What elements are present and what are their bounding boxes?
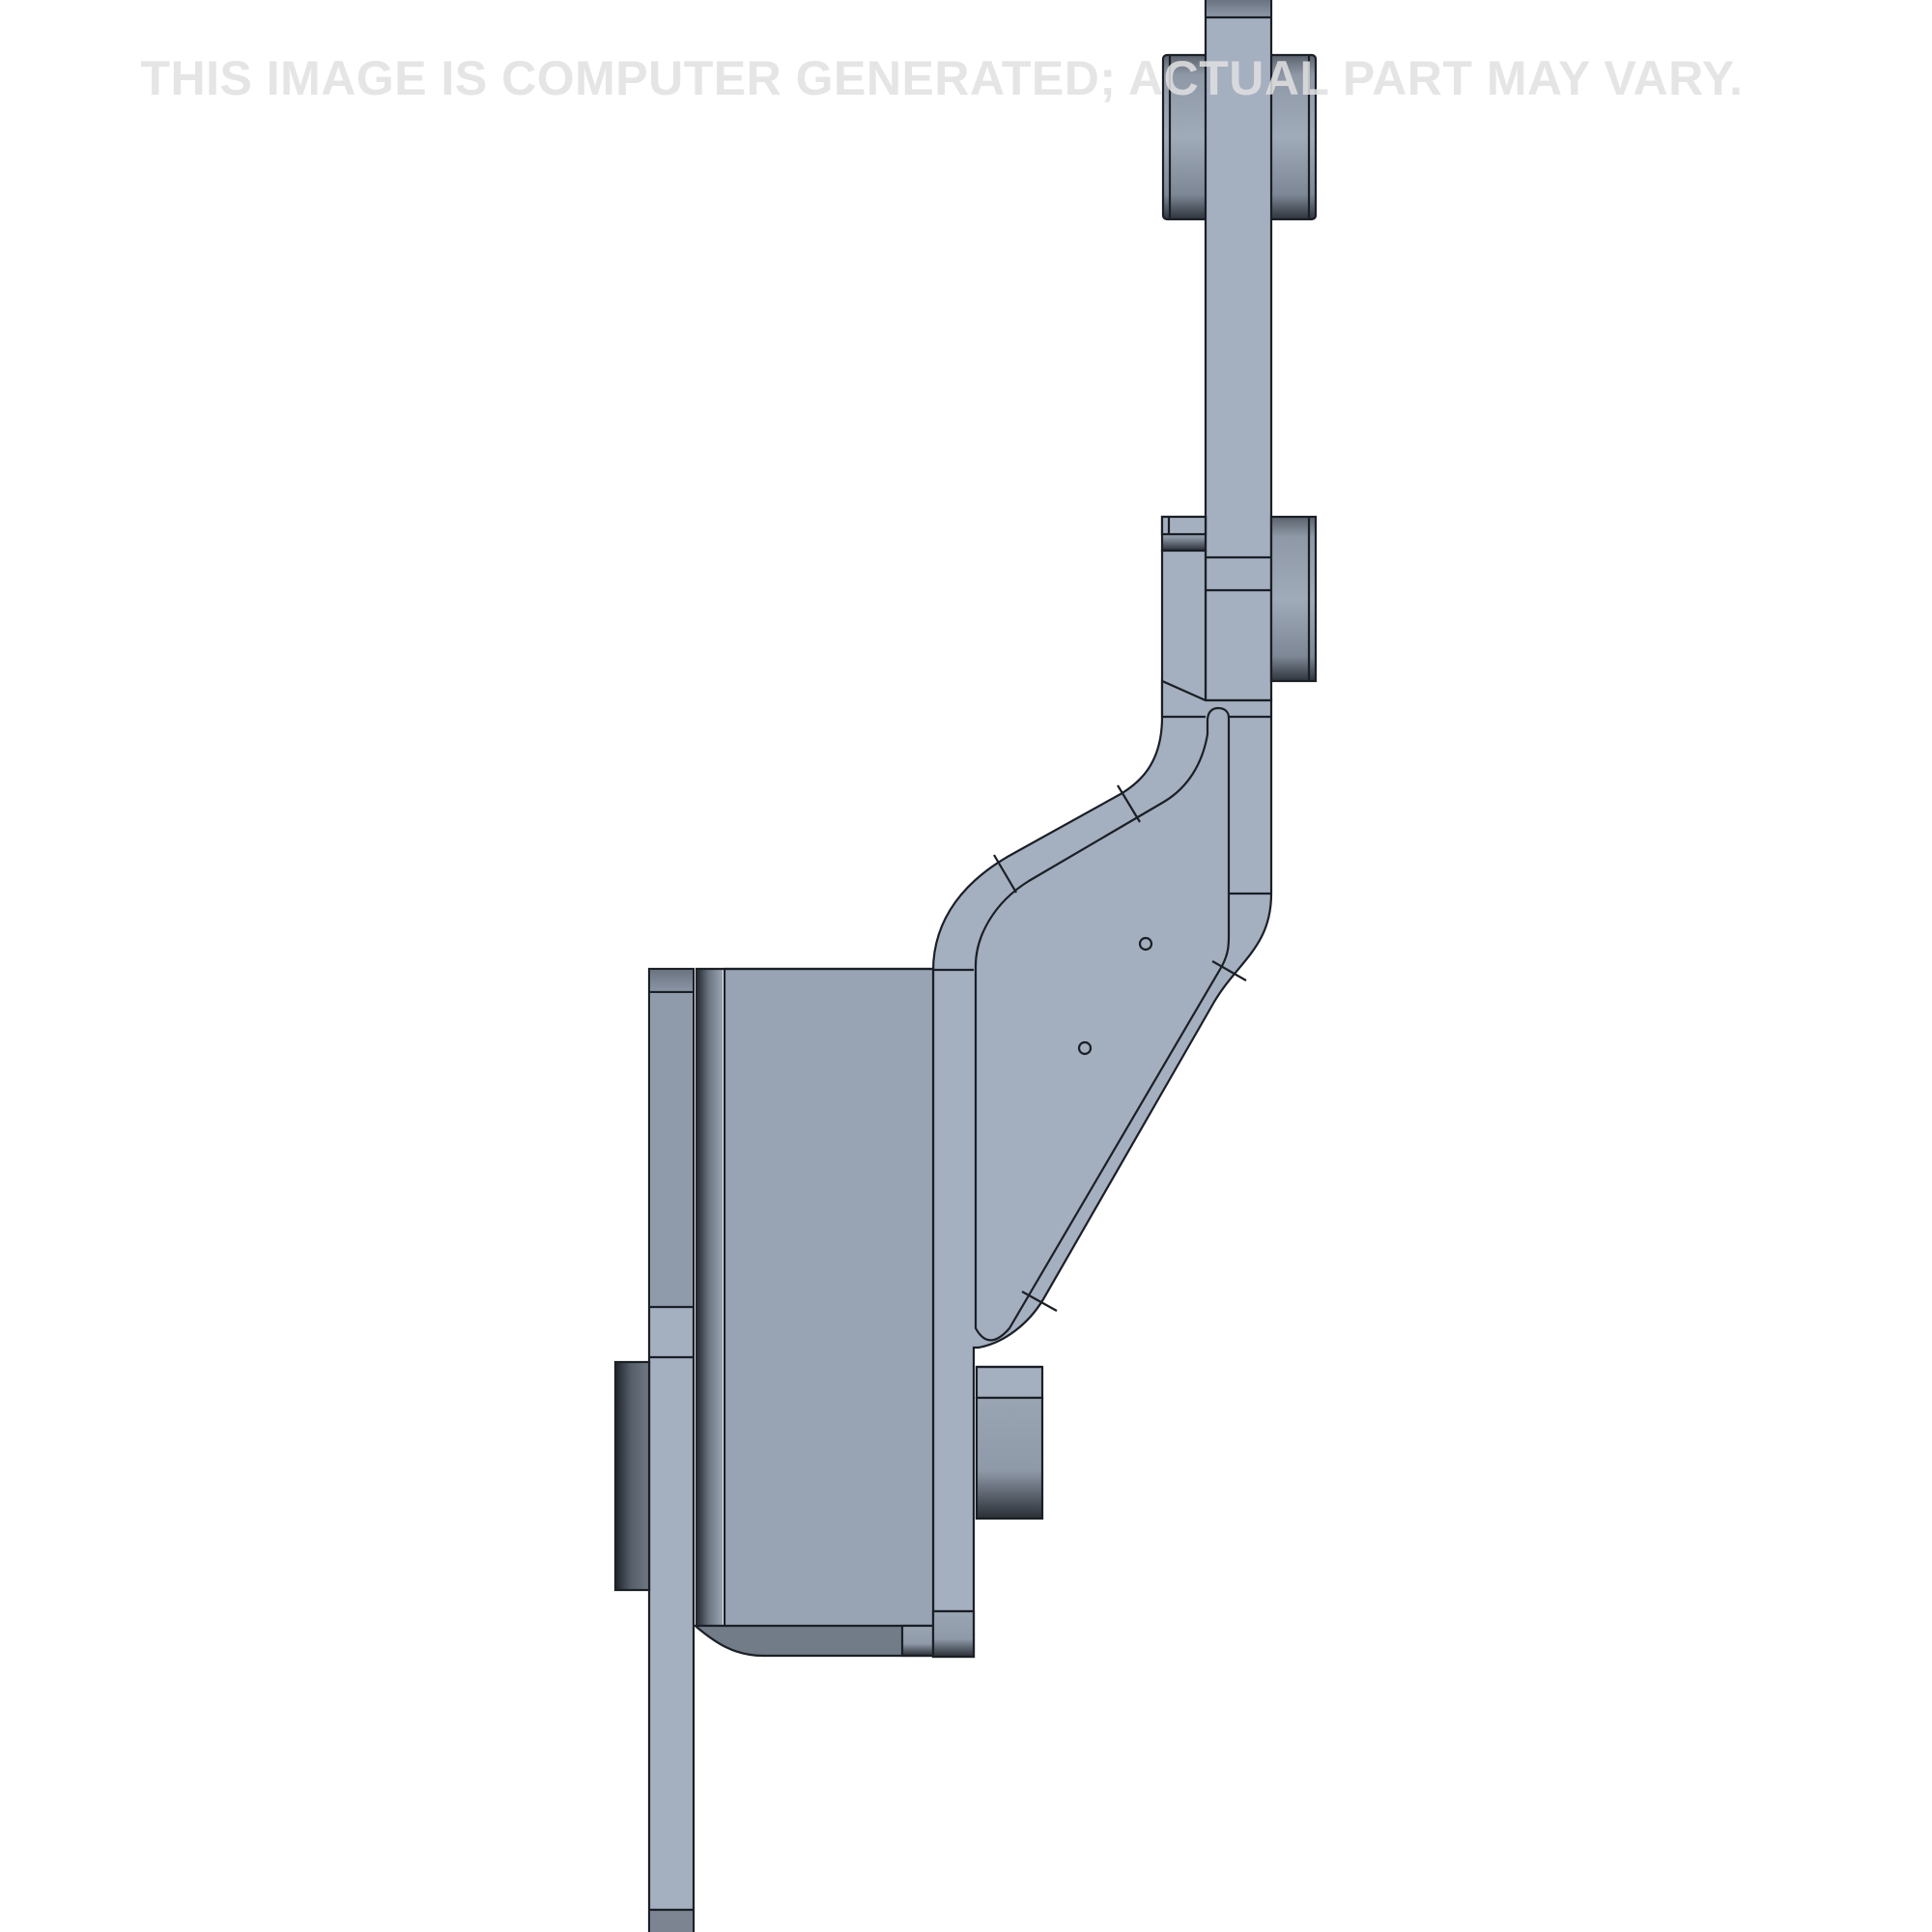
hole-lower xyxy=(1077,1040,1093,1056)
main-housing xyxy=(693,967,976,1659)
left-pad xyxy=(613,1360,651,1592)
middle-bushing xyxy=(1160,515,1318,719)
lower-right-bushing xyxy=(975,1365,1044,1520)
upper-arm xyxy=(1204,0,1273,702)
left-vertical-plate xyxy=(647,967,696,1932)
hole-upper xyxy=(1138,936,1153,952)
